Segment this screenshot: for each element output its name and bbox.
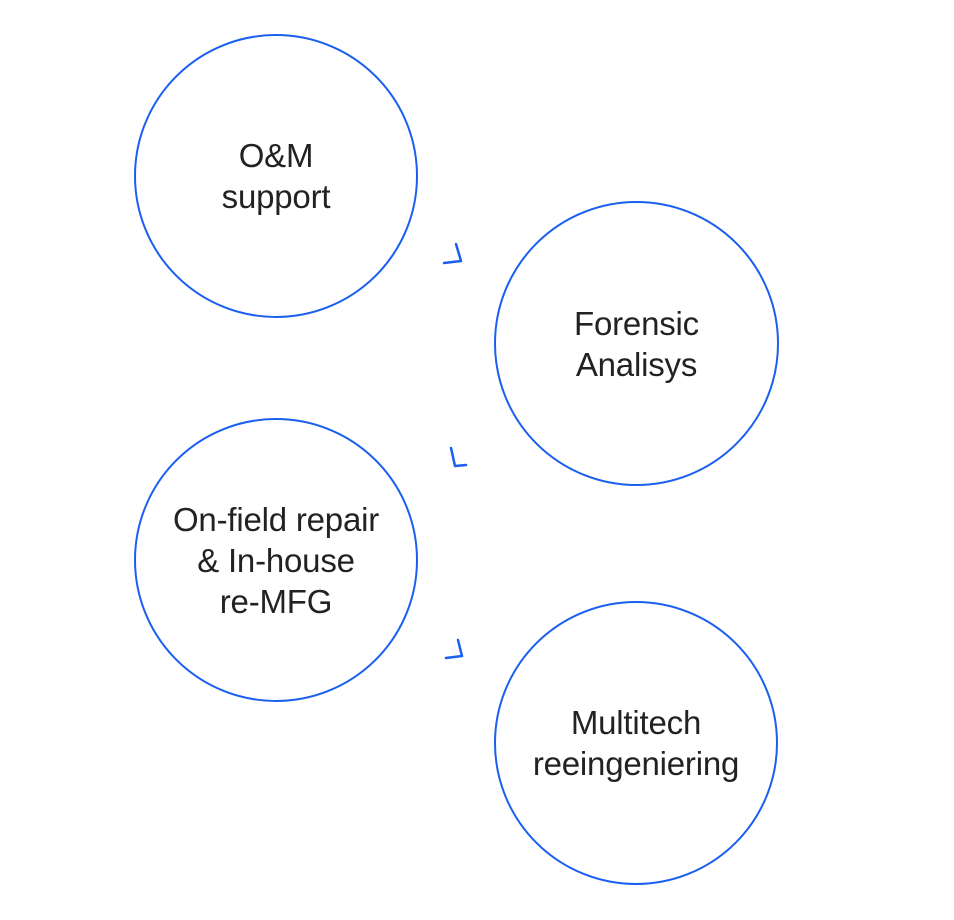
step-label: O&M support: [221, 137, 331, 215]
step-label: Forensic Analisys: [574, 304, 699, 383]
step-circle-repair-remfg: On-field repair & In-house re-MFG: [134, 418, 418, 702]
step-label: Multitech reeingeniering: [532, 704, 740, 782]
step-circle-forensic-analysis: Forensic Analisys: [494, 201, 779, 486]
step-label: On-field repair & In-house re-MFG: [172, 500, 380, 620]
arrow-2-to-3-icon: [449, 446, 468, 468]
step-circle-multitech: Multitech reeingeniering: [494, 601, 778, 885]
arrow-1-to-2-icon: [442, 242, 463, 265]
arrow-3-to-4-icon: [444, 638, 464, 660]
step-circle-om-support: O&M support: [134, 34, 418, 318]
